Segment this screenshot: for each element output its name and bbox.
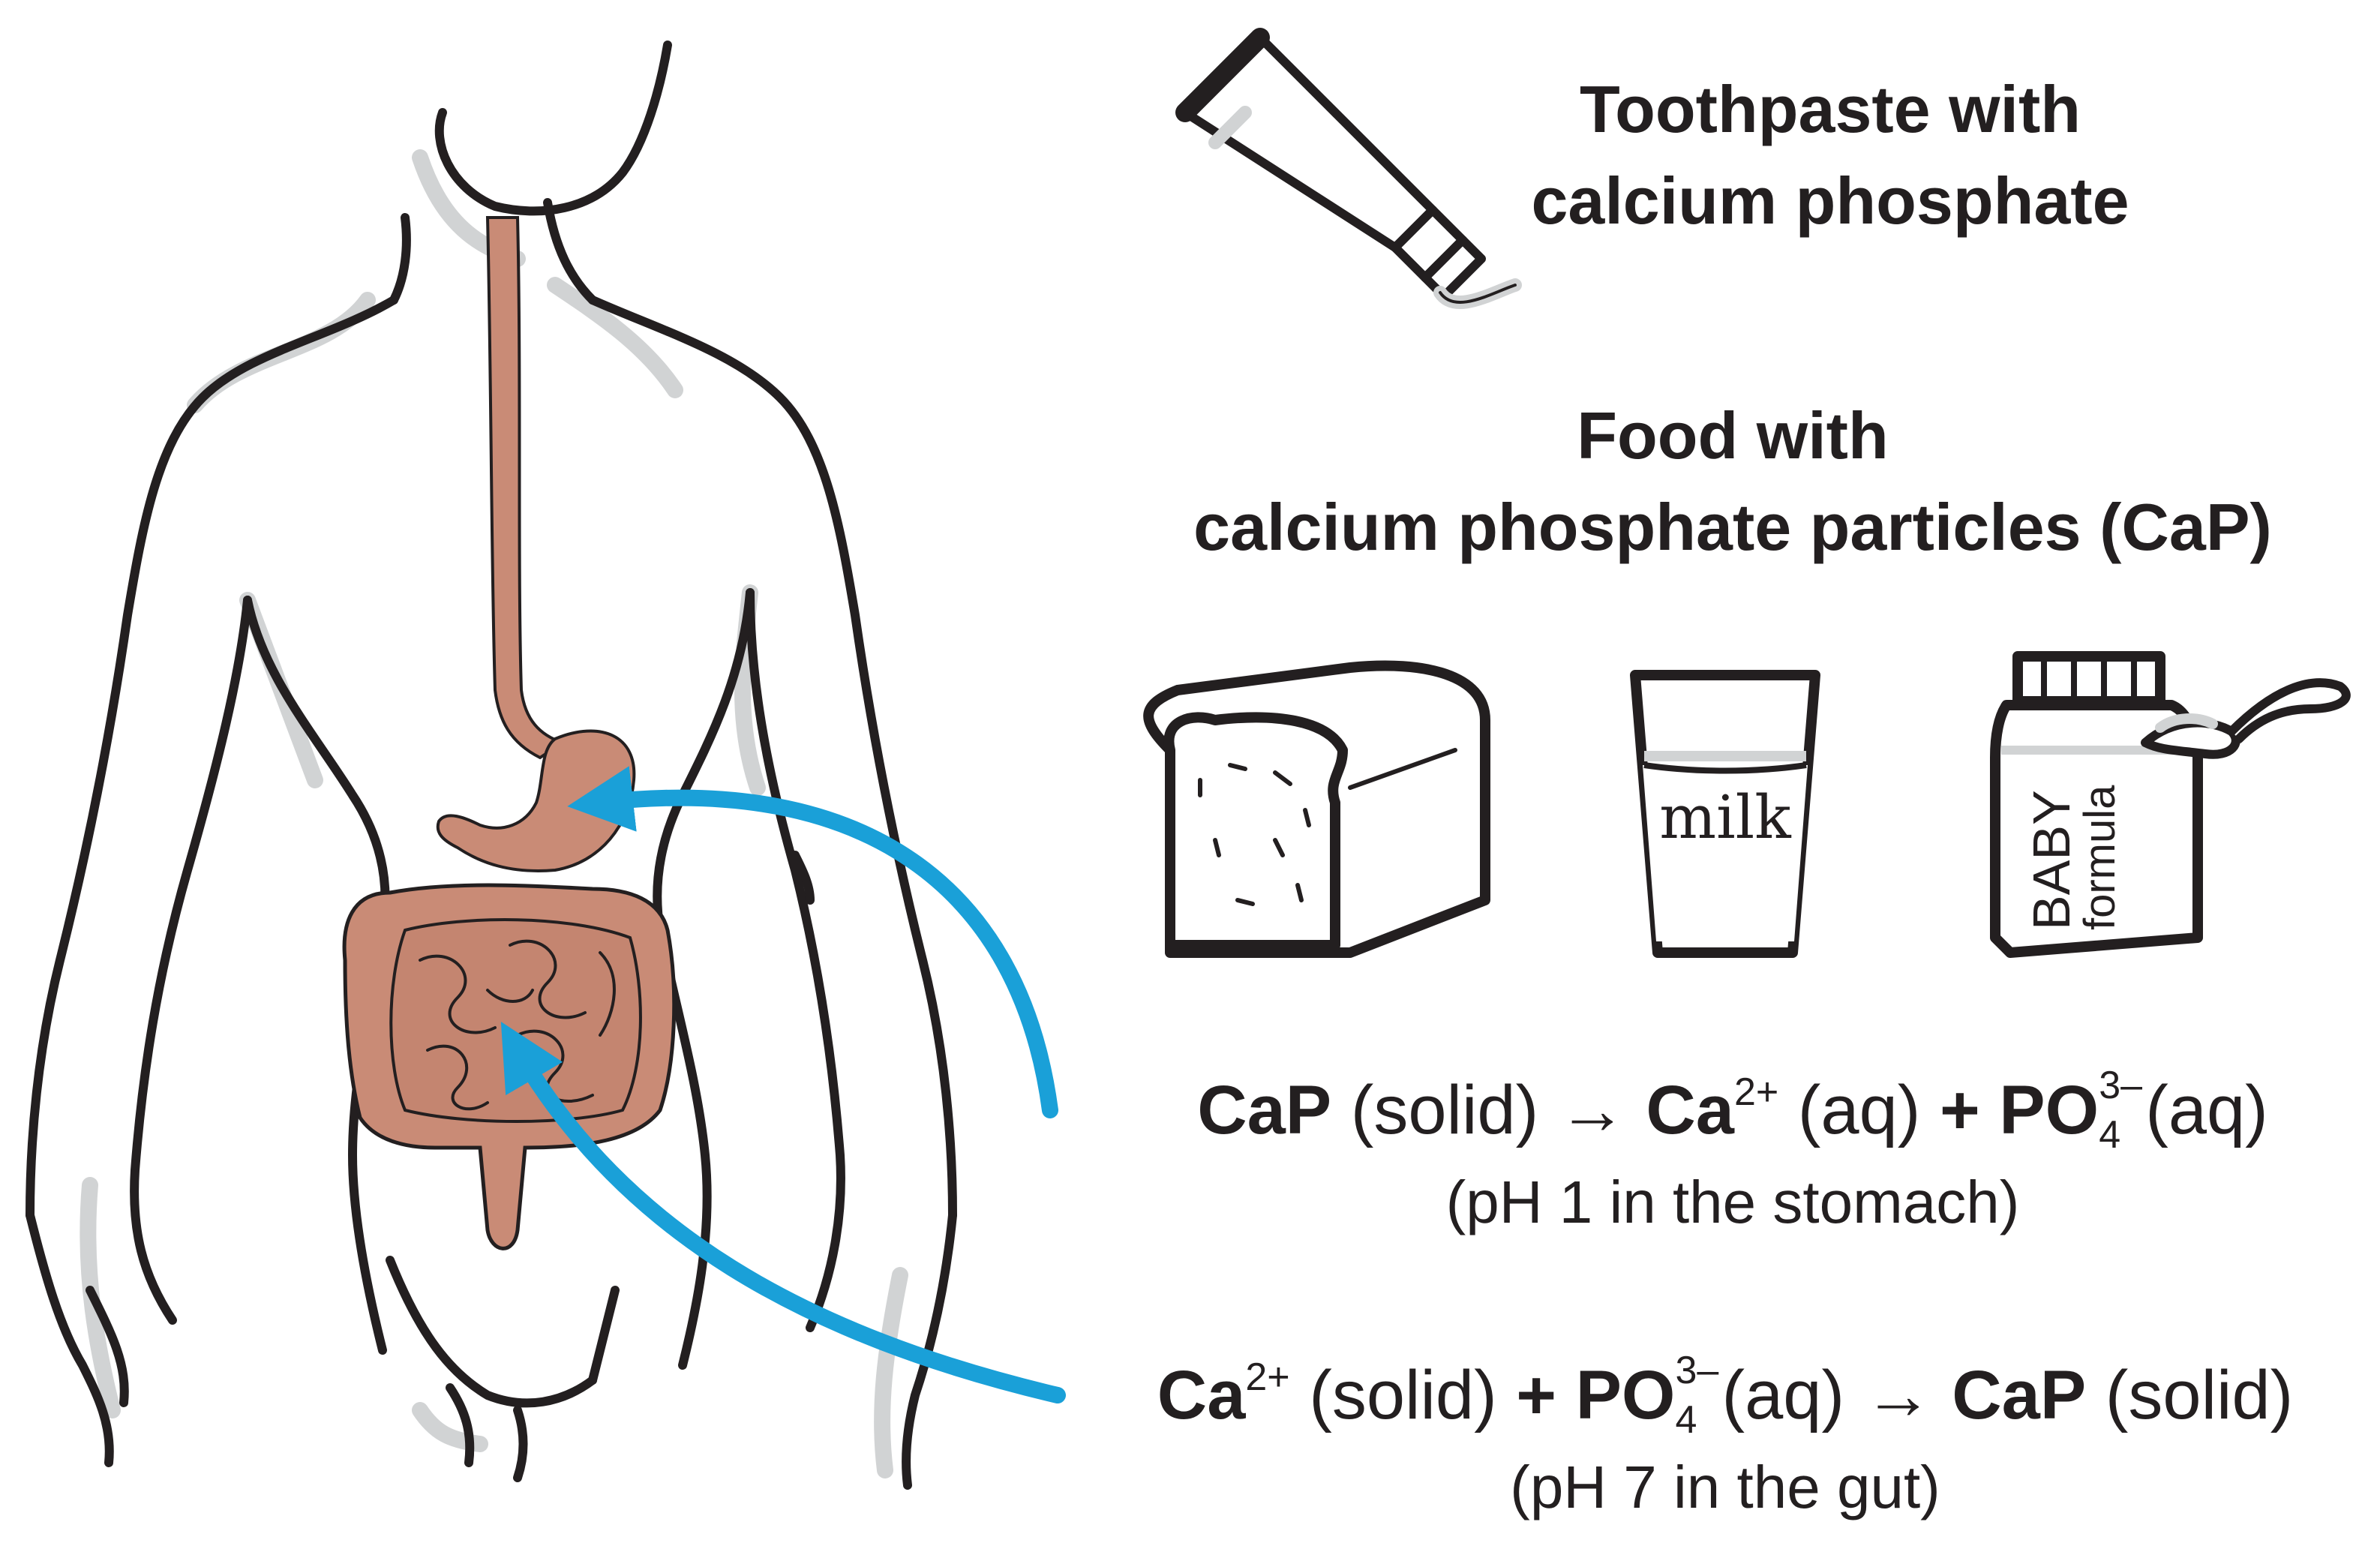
eq1-plus: + — [1939, 1072, 1980, 1148]
toothpaste-heading: Toothpaste with calcium phosphate — [1470, 64, 2190, 247]
formula-label: BABY formula — [2022, 705, 2160, 930]
eq2-ion1-state: (solid) — [1309, 1357, 1497, 1433]
arrow-to-stomach — [567, 766, 1058, 1118]
eq2-ion2-charge: 3– — [1675, 1349, 1719, 1392]
spoon-icon — [2141, 678, 2351, 759]
eq2-product-state: (solid) — [2105, 1357, 2294, 1433]
eq1-reactant: CaP — [1197, 1072, 1332, 1148]
eq1-ion2-sub: 4 — [2099, 1113, 2121, 1157]
food-heading: Food with calcium phosphate particles (C… — [1095, 390, 2370, 573]
toothpaste-tube-icon — [1175, 28, 1522, 309]
condition-stomach: (pH 1 in the stomach) — [1445, 1169, 2020, 1235]
eq1-reactant-state: (solid) — [1350, 1072, 1539, 1148]
eq2-ion1-charge: 2+ — [1245, 1355, 1290, 1399]
food-heading-line1: Food with — [1577, 398, 1889, 473]
eq2-plus: + — [1516, 1357, 1556, 1433]
eq1-ion2: PO — [1999, 1072, 2099, 1148]
toothpaste-heading-line2: calcium phosphate — [1531, 164, 2129, 238]
eq2-ion1: Ca — [1157, 1357, 1246, 1433]
eq2-ion2-state: (aq) — [1721, 1357, 1845, 1433]
milk-glass-icon — [1630, 670, 1820, 958]
condition-gut: (pH 7 in the gut) — [1510, 1454, 1940, 1520]
formula-sub: formula — [2075, 785, 2124, 930]
eq2-arrow: → — [1863, 1357, 1933, 1433]
eq1-arrow: → — [1557, 1072, 1627, 1148]
formula-brand: BABY — [2022, 790, 2081, 930]
human-torso-icon — [26, 41, 957, 1490]
food-heading-line2: calcium phosphate particles (CaP) — [1193, 490, 2272, 564]
eq1-ion2-charge: 3– — [2099, 1064, 2143, 1107]
eq1-ion1-charge: 2+ — [1733, 1070, 1779, 1114]
eq2-product: CaP — [1952, 1357, 2087, 1433]
bread-loaf-icon — [1143, 660, 1490, 958]
digestive-system — [342, 216, 677, 1250]
eq1-ion2-state: (aq) — [2145, 1072, 2268, 1148]
toothpaste-heading-line1: Toothpaste with — [1579, 72, 2081, 146]
arrow-to-gut — [500, 1022, 1066, 1403]
eq2-ion2-sub: 4 — [1675, 1398, 1697, 1442]
milk-label: milk — [1659, 782, 1791, 852]
eq1-ion1-state: (aq) — [1797, 1072, 1921, 1148]
eq2-ion2: PO — [1575, 1357, 1676, 1433]
eq1-ion1: Ca — [1646, 1072, 1734, 1148]
esophagus-icon — [485, 216, 566, 760]
